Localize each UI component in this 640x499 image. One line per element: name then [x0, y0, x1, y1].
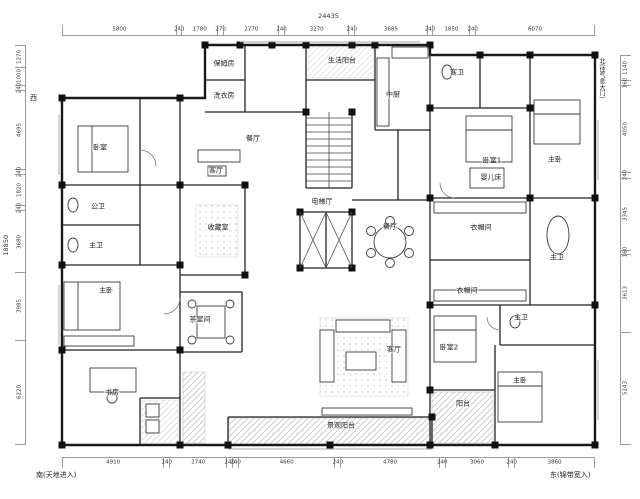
dimension-value: 1850: [432, 25, 469, 35]
dimension-value: 240: [15, 82, 25, 93]
dimension-value: 2740: [169, 458, 226, 468]
dimension-value: 240: [332, 458, 343, 468]
room-label-bath-master-west: 主卫: [88, 241, 104, 250]
dimension-value: 1270: [15, 45, 25, 67]
dimension-value: 3270: [283, 25, 349, 35]
compass-south-label: 南(天地进入): [36, 471, 77, 479]
dimension-value: 4910: [62, 458, 163, 468]
stairs: [306, 112, 352, 188]
room-label-study: 书房: [104, 388, 120, 397]
dimension-value: 3613: [621, 254, 631, 332]
room-label-kitchen: 中厨: [385, 90, 401, 99]
room-label-living-north: 客厅: [208, 166, 224, 175]
room-label-bath-northeast: 主卫: [549, 253, 565, 262]
windows: [58, 41, 599, 450]
dimension-value: 3345: [621, 177, 631, 250]
room-label-view-balcony: 景观阳台: [326, 421, 356, 430]
room-label-life-balcony: 生活阳台: [327, 56, 357, 65]
room-label-master-southeast: 主卧: [512, 376, 528, 385]
dimension-value: 240: [506, 458, 517, 468]
dimension-value: 240: [467, 25, 478, 35]
dimension-value: 3985: [15, 272, 25, 339]
dimension-value: 1820: [15, 173, 25, 205]
room-label-closet-2: 衣帽间: [455, 286, 479, 295]
dimension-value: 2770: [223, 25, 278, 35]
dimension-value: 160: [621, 247, 631, 258]
dimension-value: 270: [215, 25, 226, 35]
room-label-living-south: 客厅: [386, 345, 402, 354]
room-label-dining-west: 餐厅: [245, 134, 261, 143]
dimension-value: 5800: [62, 25, 176, 35]
room-label-nanny: 保姆房: [212, 59, 236, 68]
dimension-value: 4050: [621, 84, 631, 172]
dimension-value: 240: [162, 458, 172, 468]
dimension-value: 3860: [514, 458, 596, 468]
room-label-guest-bath: 客卫: [449, 68, 465, 77]
dimension-value: 4780: [340, 458, 439, 468]
room-label-bedroom-west: 卧室: [92, 143, 108, 152]
room-label-bedroom1: 卧室1: [481, 156, 503, 165]
room-label-collection: 收藏室: [206, 223, 230, 232]
room-label-tea-room: 茶室间: [188, 315, 212, 324]
dimension-value: 240: [425, 25, 435, 35]
room-label-balcony-east: 阳台: [455, 399, 471, 408]
dimension-value: 1140: [621, 55, 631, 80]
room-label-laundry: 洗衣房: [212, 91, 236, 100]
dimension-value: 240: [174, 25, 184, 35]
elevator-shafts: [299, 211, 353, 269]
dimension-value: 3060: [444, 458, 509, 468]
dimension-value: 240: [346, 25, 357, 35]
dimension-value: 160: [621, 78, 631, 88]
dim-total-height: 18850: [1, 234, 10, 256]
compass-west-label: 西: [30, 94, 37, 102]
furniture: [63, 46, 581, 434]
dimension-value: 240: [276, 25, 287, 35]
dimension-value: 6070: [475, 25, 596, 35]
dimension-value: 6220: [15, 339, 25, 445]
dimension-value: 240: [230, 458, 241, 468]
dim-total-width: 24435: [318, 12, 339, 20]
room-label-dining-east: 餐厅: [382, 222, 398, 231]
room-label-bath-master-east: 主卫: [513, 313, 529, 322]
room-label-master-west: 主卧: [98, 286, 114, 295]
dimension-value: 5243: [621, 331, 631, 445]
room-label-baby-crib: 婴儿床: [479, 173, 503, 182]
compass-east-label: 东(锦带宽入): [550, 471, 591, 479]
room-label-master-northeast: 主卧: [547, 155, 563, 164]
room-label-bedroom2: 卧室2: [438, 343, 460, 352]
hatch-areas: [141, 46, 494, 445]
dimension-value: 240: [15, 203, 25, 213]
compass-north-label: 北(佳气息大门): [598, 58, 605, 99]
dimension-value: 240: [621, 170, 631, 180]
dimension-value: 240: [437, 458, 448, 468]
dimension-value: 3685: [354, 25, 427, 35]
dimension-value: 1780: [181, 25, 217, 35]
room-label-bath-public: 公卫: [90, 202, 106, 211]
room-label-closet-1: 衣帽间: [469, 223, 493, 232]
room-label-elevator-hall: 电梯厅: [310, 197, 334, 206]
dimension-value: 240: [15, 167, 25, 177]
dimension-value: 4695: [15, 89, 25, 169]
dimension-value: 1000: [15, 67, 25, 85]
dimension-value: 3680: [15, 210, 25, 272]
dimension-value: 4660: [238, 458, 334, 468]
doors: [139, 149, 501, 331]
dimension-value: 240: [224, 458, 235, 468]
